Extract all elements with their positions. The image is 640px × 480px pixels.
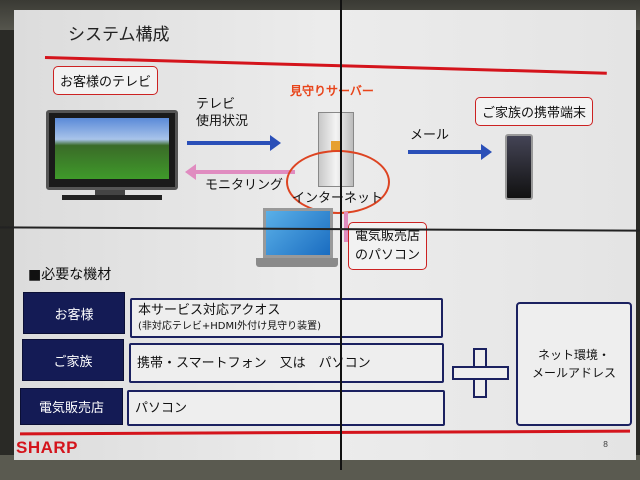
required-equipment-heading: ■必要な機材 xyxy=(28,267,112,283)
tv-usage-label: テレビ使用状況 xyxy=(196,96,248,130)
plus-icon-center xyxy=(476,368,484,378)
customer-equipment: 本サービス対応アクオス xyxy=(138,303,281,318)
row-content-store: パソコン xyxy=(127,390,445,426)
laptop-icon xyxy=(263,208,333,258)
store-pc-line-1: 電気販売店 xyxy=(355,229,421,244)
monitoring-arrow-icon xyxy=(185,164,295,180)
internet-label: インターネット xyxy=(292,191,384,206)
row-content-family: 携帯・スマートフォン 又は パソコン xyxy=(129,343,444,383)
laptop-base-icon xyxy=(256,258,338,267)
usage-arrow-icon xyxy=(187,135,281,151)
store-pc-label: 電気販売店のパソコン xyxy=(348,222,428,270)
server-label: 見守りサーバー xyxy=(290,84,374,98)
family-device-label: ご家族の携帯端末 xyxy=(475,97,594,126)
row-label-family: ご家族 xyxy=(22,339,124,381)
tv-icon xyxy=(46,110,178,190)
row-label-customer: お客様 xyxy=(23,292,125,334)
internet-ellipse xyxy=(286,150,390,214)
slide-title: システム構成 xyxy=(68,25,170,45)
mobile-phone-icon xyxy=(505,134,533,200)
page-number: 8 xyxy=(603,440,609,449)
row-content-customer: 本サービス対応アクオス (非対応テレビ+HDMI外付け見守り装置) xyxy=(130,298,443,338)
tv-usage-line-2: 使用状況 xyxy=(196,114,249,129)
customer-tv-label: お客様のテレビ xyxy=(53,66,159,95)
video-wall-seam-vertical xyxy=(340,0,342,470)
monitoring-label: モニタリング xyxy=(205,178,284,193)
mail-label: メール xyxy=(410,128,450,143)
network-requirement-box: ネット環境・メールアドレス xyxy=(516,302,632,426)
row-label-store: 電気販売店 xyxy=(20,388,123,425)
customer-equipment-note: (非対応テレビ+HDMI外付け見守り装置) xyxy=(138,321,321,332)
sharp-logo: SHARP xyxy=(16,438,79,457)
network-line-2: メールアドレス xyxy=(531,366,616,380)
tv-base-icon xyxy=(62,195,162,200)
store-link-line xyxy=(344,212,348,242)
tv-usage-line-1: テレビ xyxy=(196,97,236,112)
network-line-1: ネット環境・ xyxy=(537,348,610,362)
store-pc-line-2: のパソコン xyxy=(355,248,421,263)
tv-stand-icon xyxy=(95,190,125,196)
mail-arrow-icon xyxy=(408,144,492,160)
